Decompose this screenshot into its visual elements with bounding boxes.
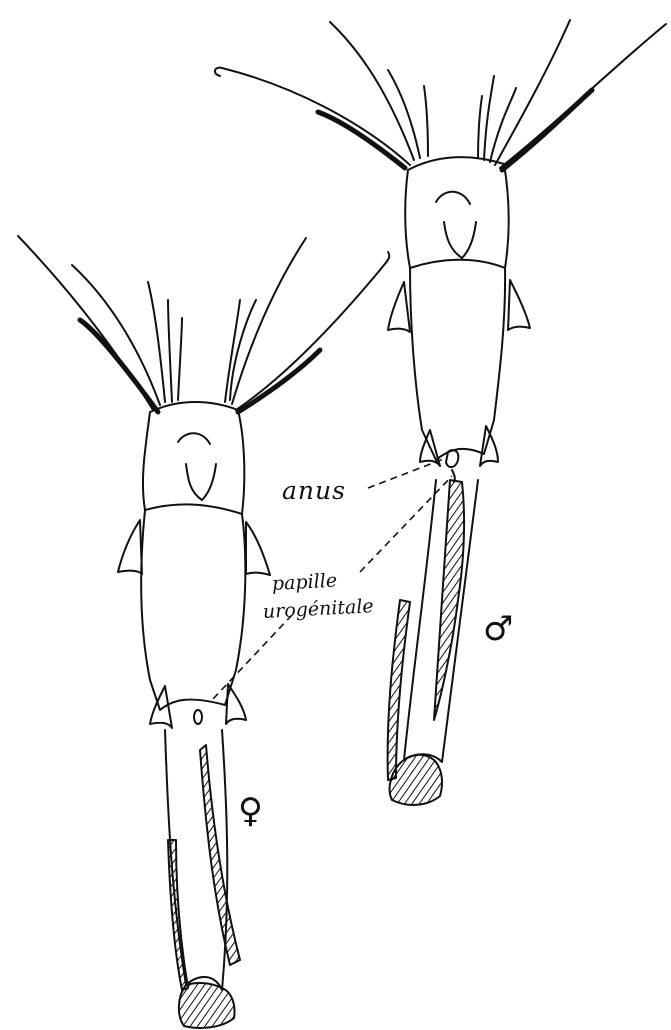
male-pectoral-fin-left <box>388 282 410 332</box>
male-mouth <box>436 192 470 204</box>
male-anus <box>446 450 458 467</box>
male-barbel-left-dark <box>318 112 405 168</box>
female-barbel-left-3 <box>148 282 165 402</box>
male-barbel-left-hook <box>215 68 222 76</box>
male-body <box>410 268 505 460</box>
female-mouth <box>178 433 210 444</box>
female-barbel-right-2 <box>232 238 306 404</box>
male-barbel-left-3 <box>388 70 420 158</box>
male-specimen <box>215 20 666 805</box>
papilla-label-line1: papille <box>272 572 338 594</box>
male-pelvic-fin-right <box>480 426 498 466</box>
papilla-leader-line-female <box>212 615 292 700</box>
female-barbel-right-4 <box>230 300 256 400</box>
female-barbel-left-4 <box>168 300 172 402</box>
male-barbel-left-4 <box>424 86 428 156</box>
male-barbel-right-1 <box>484 76 494 160</box>
female-pectoral-fin-left <box>118 520 142 574</box>
male-barbel-right-5 <box>478 96 482 158</box>
female-barbel-outer-left-dark <box>80 320 158 412</box>
female-barbel-right-hook <box>380 252 389 270</box>
male-tail-fin-left <box>388 600 410 780</box>
female-pectoral-fin-right <box>246 522 270 575</box>
female-tail-fin-right <box>200 745 240 965</box>
female-tail-fin-left <box>168 840 188 990</box>
male-chin <box>444 222 476 258</box>
male-symbol-icon: ♂ <box>483 612 513 646</box>
papilla-leader-line-male <box>360 476 452 572</box>
female-caudal-fin <box>179 983 235 1028</box>
anus-label: anus <box>282 478 346 503</box>
female-symbol-icon: ♀ <box>238 794 263 828</box>
female-head <box>143 402 244 514</box>
female-barbel-right-dark <box>238 350 320 412</box>
male-head <box>405 157 508 268</box>
male-barbel-right-dark <box>502 90 592 170</box>
male-tail-fin-right <box>434 480 464 720</box>
female-chin <box>186 464 216 500</box>
female-specimen <box>18 236 389 1028</box>
male-caudal-fin <box>390 755 442 805</box>
female-barbel-right-3 <box>236 270 380 410</box>
female-urogenital-papilla <box>194 710 202 724</box>
male-pectoral-fin-right <box>508 280 530 330</box>
female-barbel-left-2 <box>72 265 160 405</box>
male-barbel-left-2 <box>330 22 414 160</box>
female-barbel-left-5 <box>178 318 182 400</box>
